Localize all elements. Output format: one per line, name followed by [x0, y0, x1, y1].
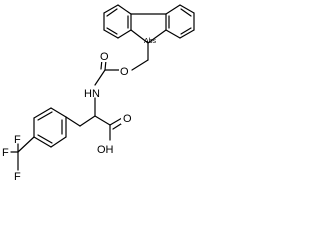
structure-diagram: Abs O O HN O OH F F F: [2, 4, 195, 183]
fmoc-linker: [94, 42, 149, 86]
trifluoromethyl-group: [10, 136, 35, 171]
fluorine-top-label: F: [14, 134, 21, 146]
amide-nh-label: HN: [84, 88, 100, 100]
fluorene-five-ring: [130, 13, 167, 44]
carbonyl-oxygen-label: O: [100, 51, 109, 63]
aryl-ring: [33, 107, 67, 148]
stereo-abs-label: Abs: [144, 38, 157, 45]
carboxyl-oxygen-label: O: [123, 113, 132, 125]
fluorene-right-ring: [165, 4, 195, 39]
fluorine-bottom-label: F: [14, 171, 21, 183]
fluorene-left-ring: [103, 4, 132, 39]
acid-oh-label: OH: [97, 144, 114, 156]
amino-acid-backbone: [65, 97, 125, 141]
fluorine-left-label: F: [2, 147, 9, 159]
ester-oxygen-label: O: [120, 66, 129, 78]
